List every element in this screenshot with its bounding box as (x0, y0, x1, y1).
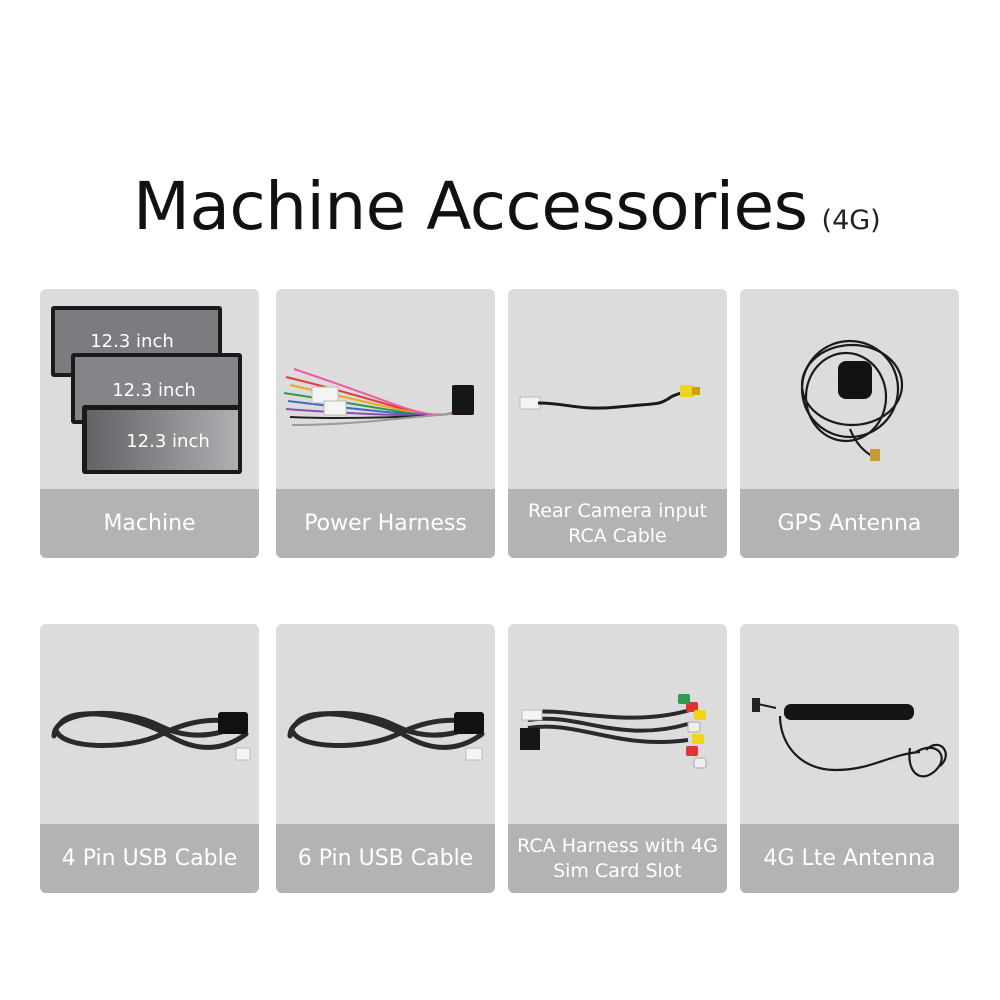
item-card-4pin-usb[interactable]: 4 Pin USB Cable (40, 624, 259, 893)
item-label: GPS Antenna (740, 489, 959, 558)
lte-antenna-image (752, 698, 947, 778)
item-label: 6 Pin USB Cable (276, 824, 495, 893)
rca-cable-image (519, 385, 700, 410)
item-card-rca-harness[interactable]: RCA Harness with 4G Sim Card Slot (508, 624, 727, 893)
rca-harness-image (520, 694, 707, 769)
usb-cable-image (287, 710, 485, 761)
item-card-4g-antenna[interactable]: 4G Lte Antenna (740, 624, 959, 893)
page-title: Machine Accessories (4G) (133, 168, 881, 245)
title-sub: (4G) (821, 205, 881, 236)
item-card-gps-antenna[interactable]: GPS Antenna (740, 289, 959, 558)
item-card-rear-camera-cable[interactable]: Rear Camera input RCA Cable (508, 289, 727, 558)
item-label: 4 Pin USB Cable (40, 824, 259, 893)
title-main: Machine Accessories (133, 168, 808, 245)
machine-screens-image: 12.3 inch 12.3 inch 12.3 inch (51, 306, 242, 474)
usb-cable-image (51, 710, 251, 761)
item-label: Machine (40, 489, 259, 558)
item-label: RCA Harness with 4G Sim Card Slot (508, 824, 727, 893)
gps-antenna-image (800, 339, 904, 461)
power-harness-image (283, 368, 474, 426)
item-label: Power Harness (276, 489, 495, 558)
screen-label-3: 12.3 inch (126, 431, 210, 452)
item-label: 4G Lte Antenna (740, 824, 959, 893)
item-card-6pin-usb[interactable]: 6 Pin USB Cable (276, 624, 495, 893)
item-card-machine[interactable]: 12.3 inch 12.3 inch 12.3 inch Machine (40, 289, 259, 558)
screen-label-2: 12.3 inch (112, 380, 196, 401)
screen-label-1: 12.3 inch (90, 331, 174, 352)
item-label: Rear Camera input RCA Cable (508, 489, 727, 558)
item-card-power-harness[interactable]: Power Harness (276, 289, 495, 558)
